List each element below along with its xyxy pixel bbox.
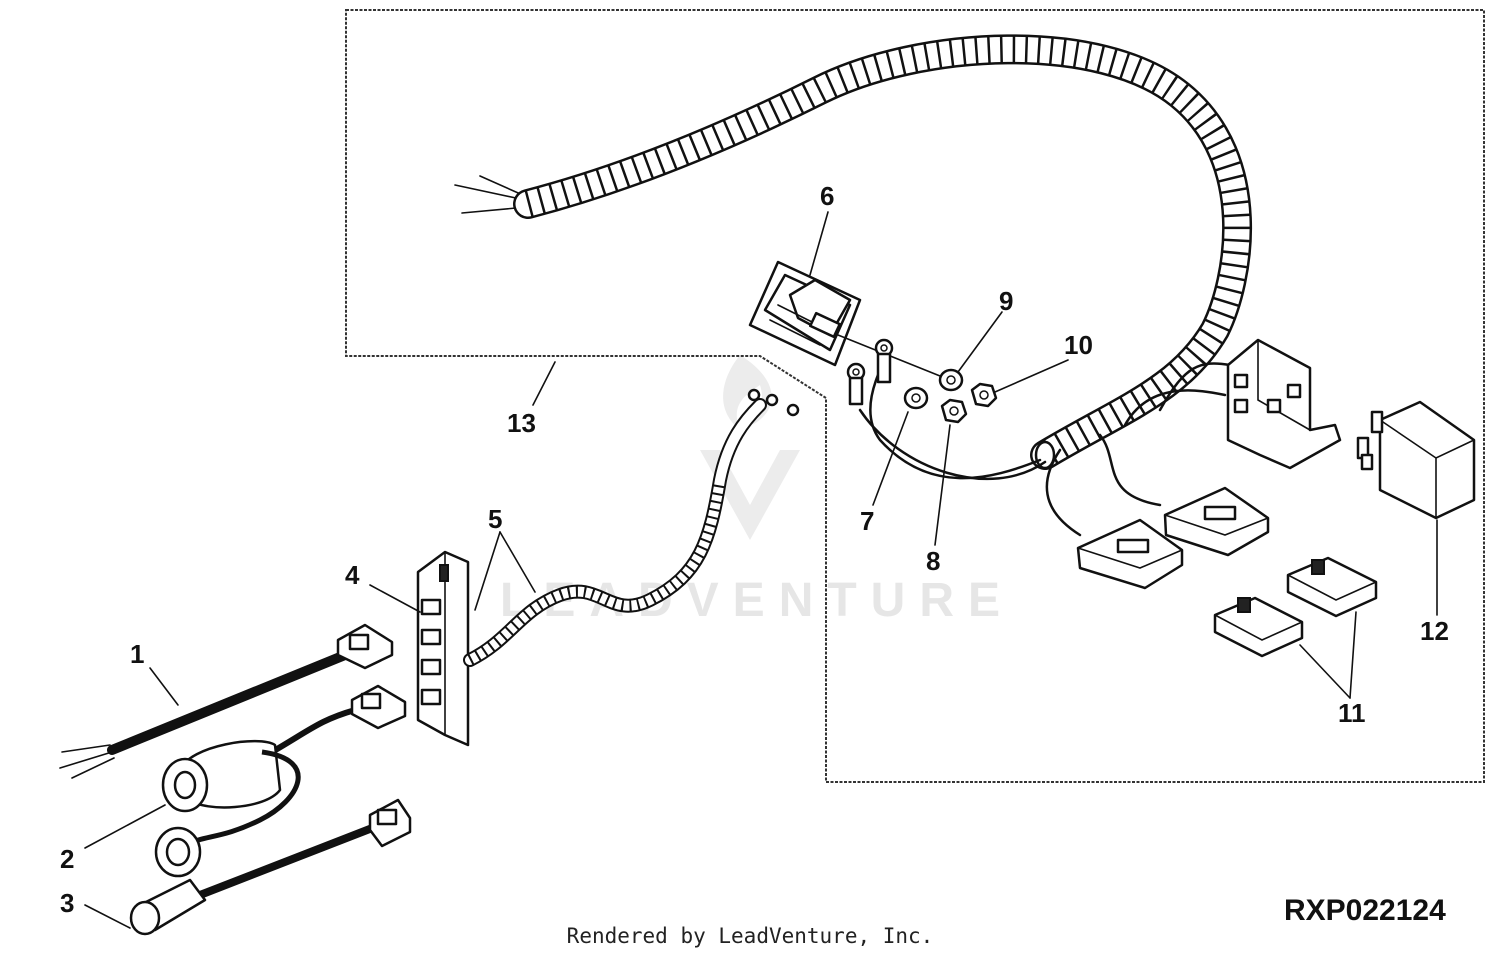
callout-8: 8 — [926, 546, 940, 576]
callout-12: 12 — [1420, 616, 1449, 646]
callout-2: 2 — [60, 844, 74, 874]
fuse-holder — [1076, 518, 1184, 590]
part-6-socket — [748, 260, 862, 367]
callout-9: 9 — [999, 286, 1013, 316]
part-10-nut — [970, 382, 998, 408]
fuse-holder — [1163, 486, 1270, 557]
callout-5: 5 — [488, 504, 502, 534]
part-2-power-socket — [154, 684, 407, 878]
part-7-washer — [903, 386, 929, 410]
leader-lines — [84, 211, 1438, 929]
terminals — [837, 334, 951, 406]
part-9-washer — [938, 368, 964, 392]
relay-socket — [1226, 338, 1342, 470]
callout-6: 6 — [820, 181, 834, 211]
harness-13 — [454, 34, 1253, 537]
part-5-harness — [463, 388, 800, 667]
watermark: LEADVENTURE — [500, 355, 1014, 627]
callouts: 1 2 3 4 5 6 7 8 9 10 11 12 13 — [60, 181, 1449, 918]
figure-id: RXP022124 — [1284, 894, 1446, 927]
part-1-cable — [59, 623, 394, 779]
part-4-switch-panel — [416, 550, 470, 747]
part-11-fuse — [1213, 596, 1304, 658]
footer-credit: Rendered by LeadVenture, Inc. — [566, 924, 934, 948]
callout-3: 3 — [60, 888, 74, 918]
callout-11: 11 — [1338, 698, 1366, 728]
callout-13: 13 — [507, 408, 536, 438]
part-8-nut — [940, 398, 968, 424]
watermark-text: LEADVENTURE — [500, 574, 1014, 627]
callout-7: 7 — [860, 506, 874, 536]
group-outline-13 — [345, 9, 1485, 783]
part-11-fuse — [1286, 556, 1378, 618]
part-12-relay — [1356, 400, 1476, 520]
part-3-plug — [129, 798, 412, 936]
callout-4: 4 — [345, 560, 360, 590]
callout-10: 10 — [1064, 330, 1093, 360]
callout-1: 1 — [130, 639, 144, 669]
